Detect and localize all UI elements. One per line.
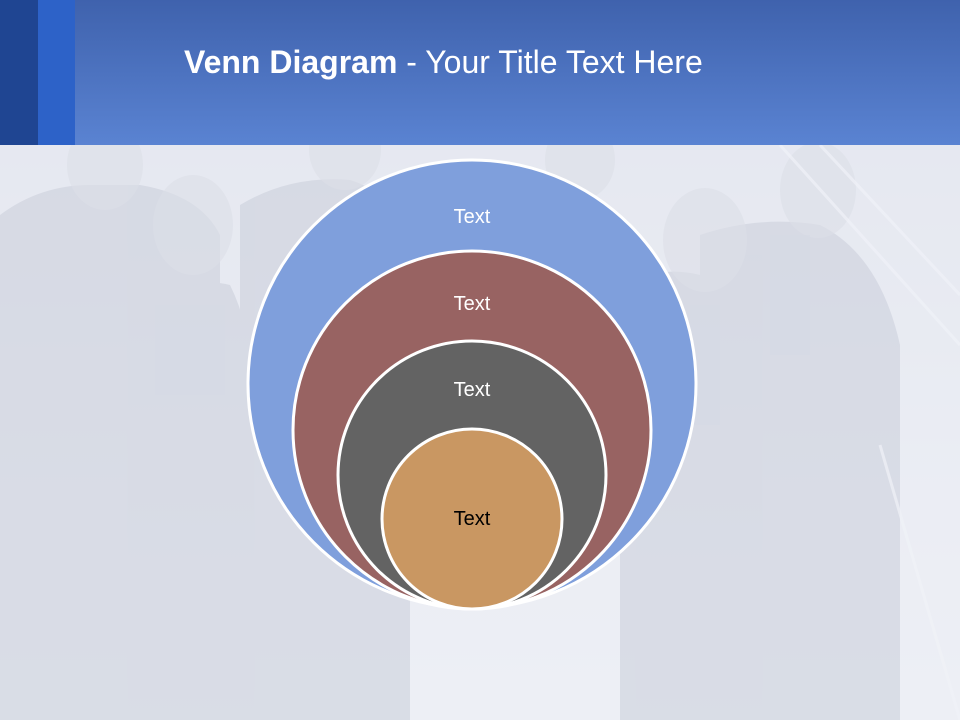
slide-title[interactable]: Venn Diagram - Your Title Text Here: [184, 40, 703, 84]
slide-title-bold: Venn Diagram: [184, 44, 398, 80]
header-accent-dark: [0, 0, 38, 145]
background-photo: [0, 145, 960, 720]
slide-header: Venn Diagram - Your Title Text Here: [0, 0, 960, 145]
slide-title-rest: - Your Title Text Here: [397, 44, 703, 80]
header-accent-mid: [38, 0, 75, 145]
photo-fade-overlay: [0, 145, 960, 720]
